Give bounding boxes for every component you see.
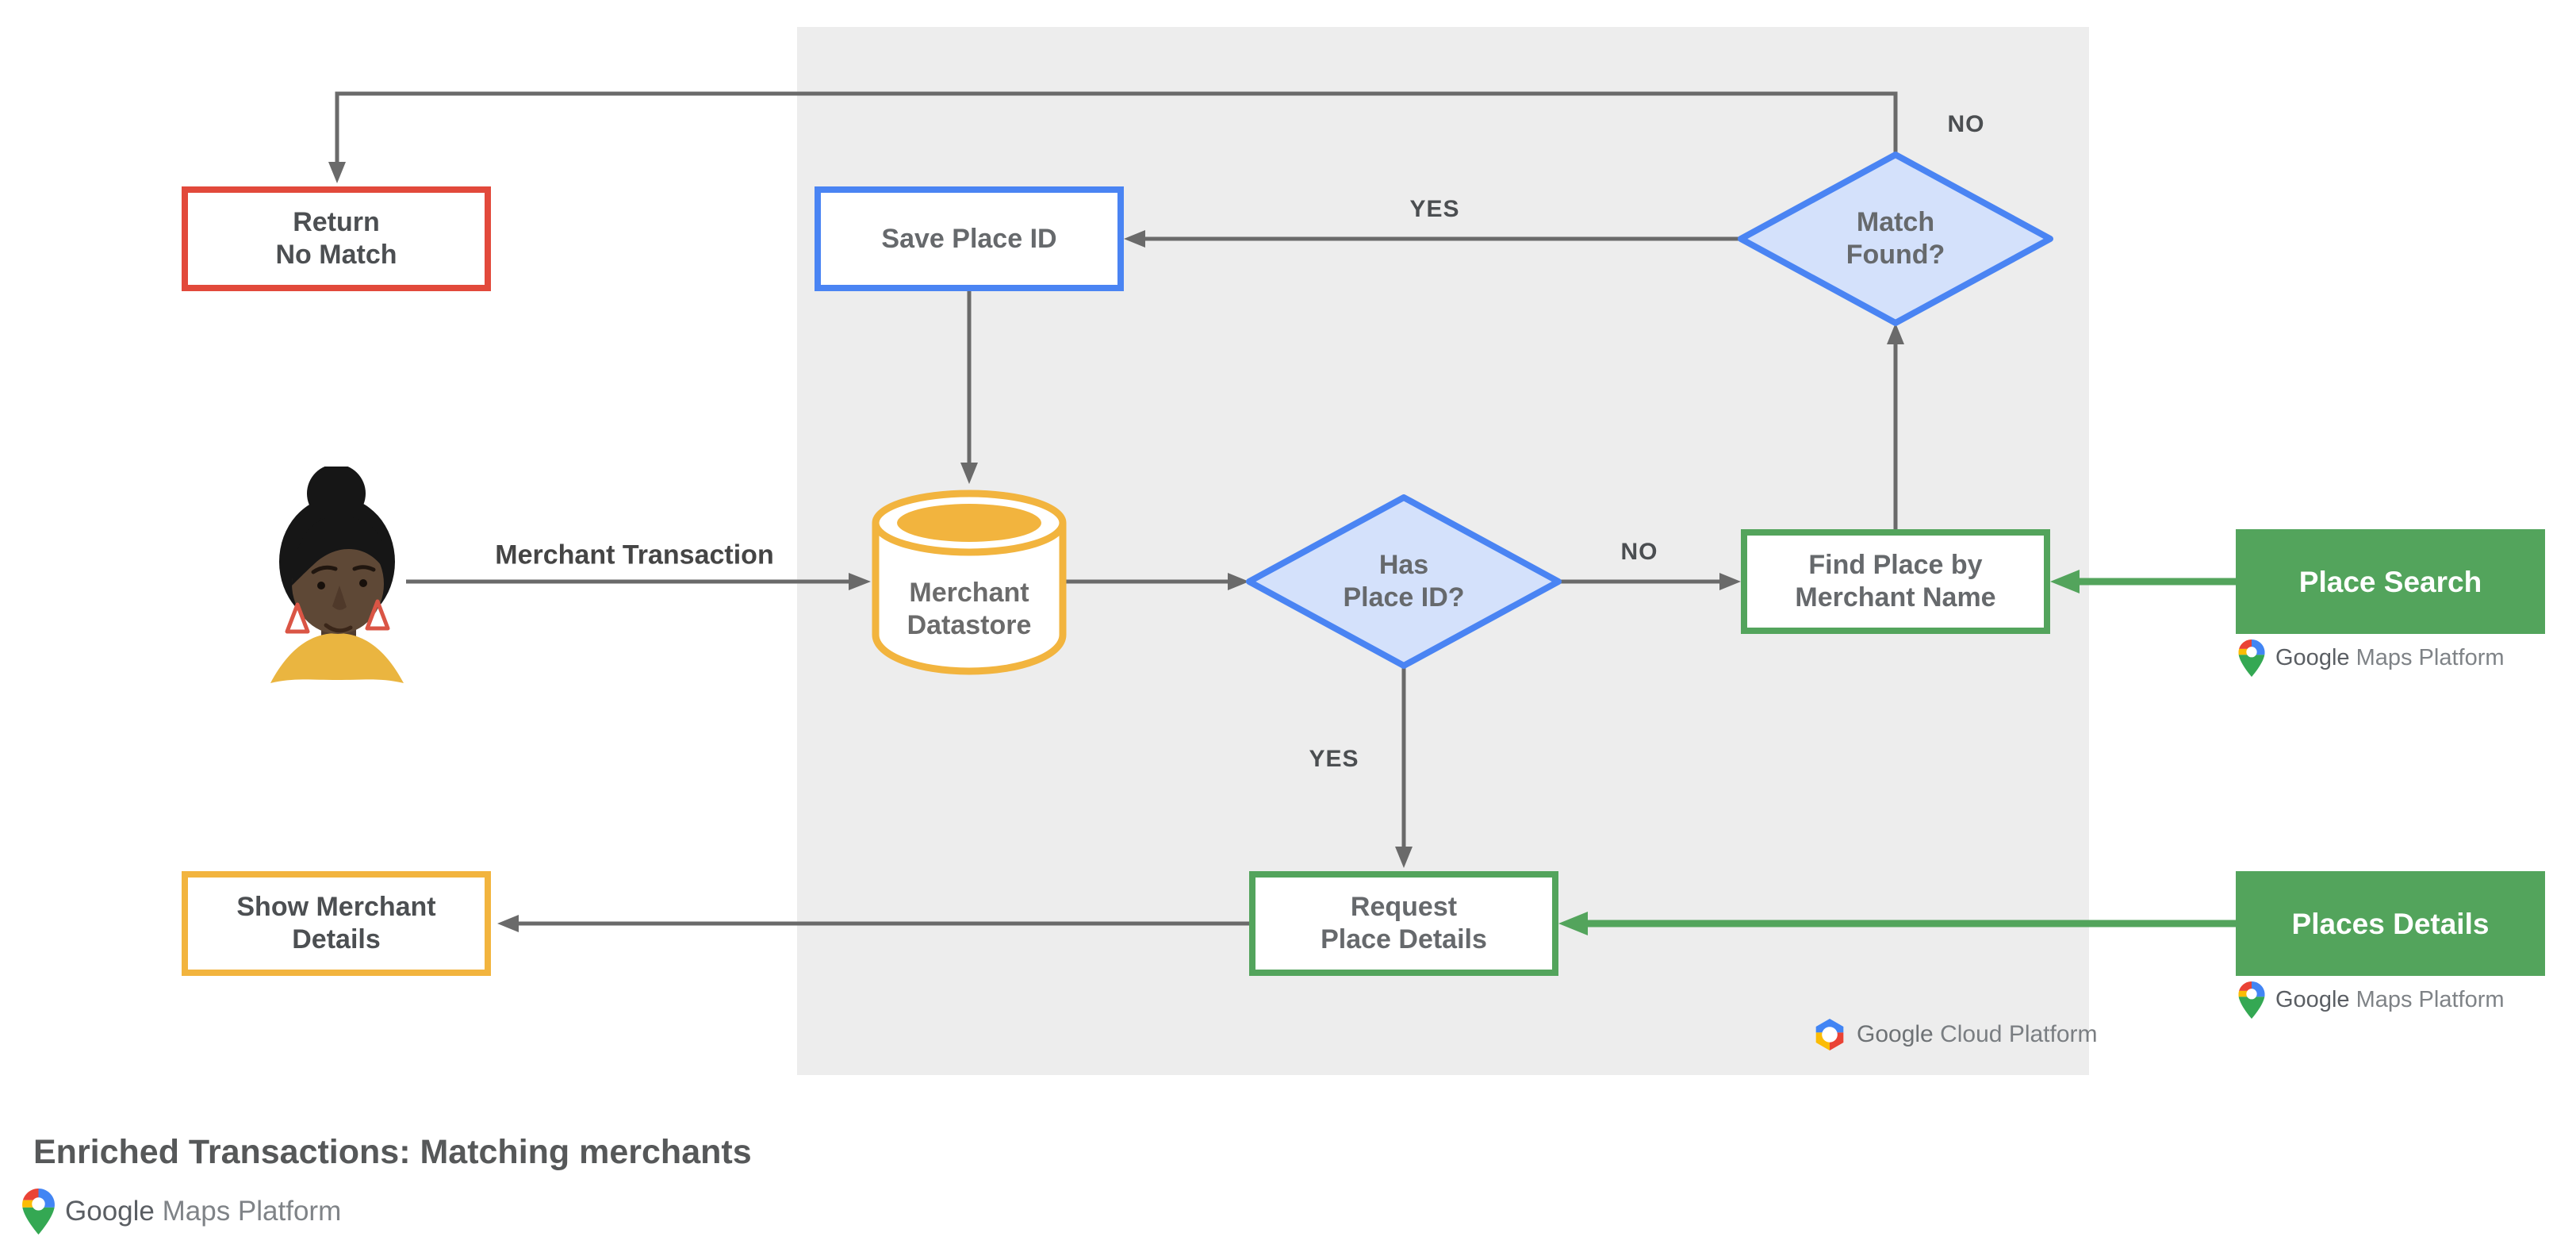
logo-brand: Google <box>2275 645 2350 670</box>
node-label: Show Merchant <box>236 892 436 922</box>
node-label: Has <box>1378 550 1429 580</box>
logo-text: Google Maps Platform <box>2275 987 2505 1013</box>
edge-label-yes-bottom: YES <box>1309 746 1359 772</box>
logo-text: Google Maps Platform <box>2275 645 2505 671</box>
node-label: Place ID? <box>1343 582 1465 613</box>
node-has-place-id-label: Has Place ID? <box>1277 549 1531 614</box>
gmp-logo-footer: Google Maps Platform <box>22 1189 341 1235</box>
arrowhead <box>328 162 346 183</box>
node-label: Places Details <box>2291 907 2490 940</box>
gmp-logo-place-search: Google Maps Platform <box>2238 639 2505 677</box>
edge-label-merchant-transaction: Merchant Transaction <box>495 540 774 570</box>
logo-text: Google Maps Platform <box>65 1196 341 1227</box>
edge-label-yes-top: YES <box>1409 196 1460 222</box>
node-match-found-label: Match Found? <box>1769 206 2022 271</box>
edge-label-no-top: NO <box>1947 111 1985 137</box>
avatar-mouth <box>324 623 353 633</box>
maps-pin-icon <box>2238 639 2265 677</box>
logo-brand: Google <box>2275 987 2350 1012</box>
maps-pin-icon <box>2238 981 2265 1019</box>
node-return-no-match: Return No Match <box>182 186 491 291</box>
maps-pin-icon <box>22 1189 55 1235</box>
gmp-logo-places-details: Google Maps Platform <box>2238 981 2505 1019</box>
logo-product: Cloud Platform <box>1940 1021 2098 1047</box>
node-find-place-by-merchant-name: Find Place by Merchant Name <box>1741 529 2050 634</box>
node-label: Match <box>1856 207 1935 237</box>
logo-product: Maps Platform <box>162 1196 342 1227</box>
node-label: Return <box>293 207 380 237</box>
node-label: Found? <box>1846 240 1945 270</box>
node-label: Save Place ID <box>881 223 1057 254</box>
logo-brand: Google <box>1857 1021 1934 1047</box>
node-show-merchant-details: Show Merchant Details <box>182 871 491 976</box>
node-label: Details <box>292 924 381 954</box>
avatar-eye-right <box>359 579 367 587</box>
logo-product: Maps Platform <box>2356 645 2505 670</box>
avatar-bangs <box>292 516 387 586</box>
avatar-earring-right <box>365 599 390 631</box>
arrowhead <box>497 915 519 932</box>
avatar-bun <box>307 467 366 523</box>
avatar-nose <box>332 586 347 610</box>
page-title: Enriched Transactions: Matching merchant… <box>33 1133 752 1171</box>
logo-brand: Google <box>65 1196 155 1227</box>
node-places-details-api: Places Details <box>2236 871 2545 976</box>
avatar-eyebrow-left <box>311 565 338 574</box>
node-label: No Match <box>275 240 397 270</box>
node-merchant-datastore-label: Merchant Datastore <box>866 577 1072 642</box>
node-label: Merchant Name <box>1795 582 1996 613</box>
node-label: Find Place by <box>1808 550 1983 580</box>
node-request-place-details: Request Place Details <box>1249 871 1558 976</box>
avatar-eye-left <box>317 582 325 590</box>
gcp-hexagon-icon <box>1815 1019 1844 1050</box>
avatar-eyebrow-right <box>352 565 376 572</box>
logo-text: Google Cloud Platform <box>1857 1021 2098 1048</box>
node-label: Place Search <box>2298 565 2482 598</box>
edge-label-no-mid: NO <box>1620 539 1658 565</box>
avatar-shirt <box>270 633 404 683</box>
avatar-earring-left <box>285 602 310 634</box>
customer-avatar <box>270 467 404 683</box>
logo-product: Maps Platform <box>2356 987 2505 1012</box>
gcp-logo: Google Cloud Platform <box>1813 1017 2098 1052</box>
node-label: Datastore <box>907 610 1032 640</box>
node-label: Request <box>1350 892 1458 922</box>
node-save-place-id: Save Place ID <box>815 186 1124 291</box>
node-label: Place Details <box>1321 924 1487 954</box>
node-place-search-api: Place Search <box>2236 529 2545 634</box>
node-label: Merchant <box>909 578 1029 608</box>
